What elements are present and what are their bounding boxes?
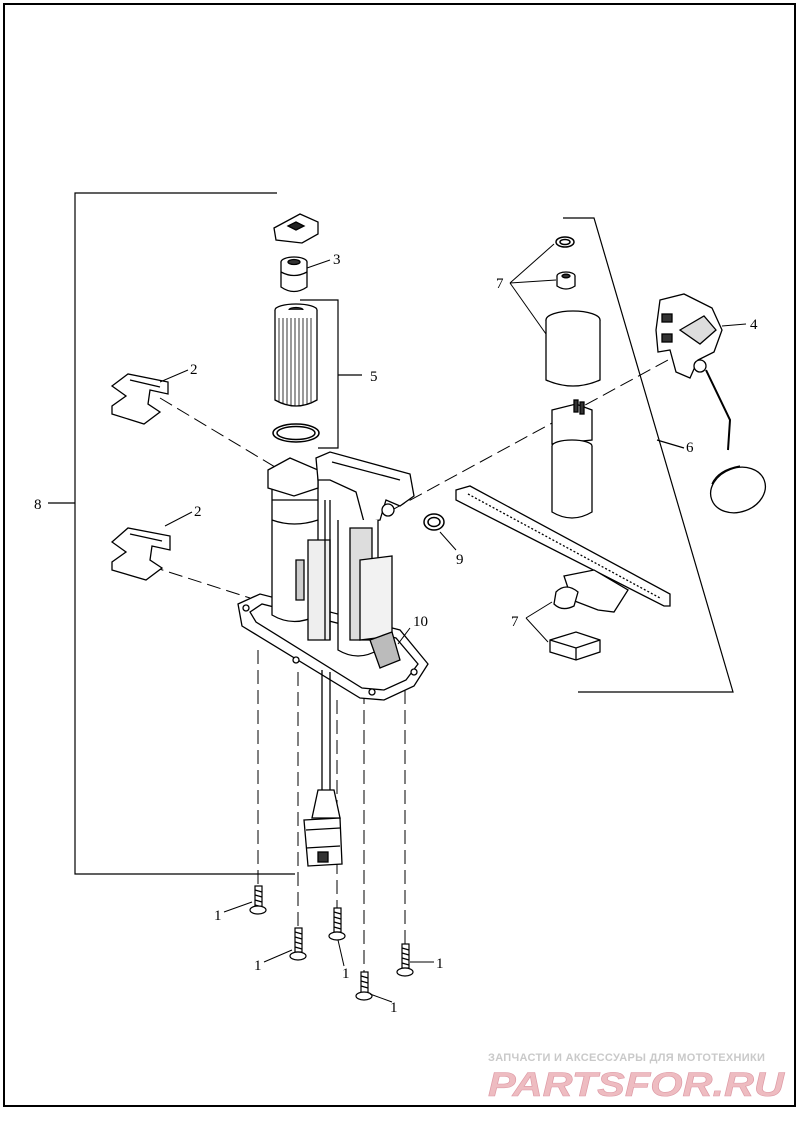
callout-2-upper: 2 <box>190 362 198 378</box>
pad-part-7 <box>549 631 601 661</box>
bracket-5 <box>300 299 362 449</box>
fuel-strainer <box>455 485 671 613</box>
cap-part <box>273 213 319 244</box>
screw-part-1-c <box>328 907 346 941</box>
screw-part-1-e <box>396 943 414 977</box>
retaining-clip-lower-part-2 <box>110 527 171 581</box>
callout-8: 8 <box>34 497 42 513</box>
screw-part-1-b <box>289 927 307 961</box>
leaders-7-lower <box>525 601 553 643</box>
filter-cartridge-part-5 <box>274 303 318 407</box>
callout-1-a: 1 <box>214 908 222 924</box>
leader-2-lower <box>164 511 193 527</box>
callout-10: 10 <box>413 614 428 630</box>
callout-1-c: 1 <box>342 966 350 982</box>
callout-7-upper: 7 <box>496 276 504 292</box>
leader-4 <box>721 323 747 327</box>
callout-3: 3 <box>333 252 341 268</box>
leader-10 <box>397 627 411 645</box>
screw-part-1-a <box>249 885 267 915</box>
fuel-pump-motor <box>551 399 593 519</box>
leader-9 <box>439 531 457 551</box>
bracket-8 <box>48 192 295 875</box>
leaders-7-upper <box>509 243 557 335</box>
callout-1-e: 1 <box>436 956 444 972</box>
filter-top-cap-part-3 <box>280 256 308 293</box>
alignment-lines <box>149 359 669 972</box>
fuel-pump-module-assembly <box>237 451 429 867</box>
page-frame <box>3 3 796 1107</box>
callout-4: 4 <box>750 317 758 333</box>
callout-9: 9 <box>456 552 464 568</box>
callout-6: 6 <box>686 440 694 456</box>
pump-sleeve-part-7 <box>545 310 601 387</box>
seal-ring-part-7 <box>555 236 575 248</box>
o-ring-part-9 <box>423 513 445 531</box>
grommet-part-7 <box>556 271 576 290</box>
callout-7-lower: 7 <box>511 614 519 630</box>
callout-5: 5 <box>370 369 378 385</box>
screw-part-1-d <box>355 971 373 1001</box>
callout-1-b: 1 <box>254 958 262 974</box>
retaining-clip-upper-part-2 <box>110 373 169 425</box>
callout-2-lower: 2 <box>194 504 202 520</box>
fuel-level-sender-part-4 <box>655 293 767 514</box>
callout-1-d: 1 <box>390 1000 398 1016</box>
watermark-tagline: ЗАПЧАСТИ И АКСЕССУАРЫ ДЛЯ МОТОТЕХНИКИ <box>488 1052 766 1064</box>
o-ring-filter <box>272 423 320 443</box>
leader-2-upper <box>159 369 189 383</box>
bracket-6 <box>563 217 734 693</box>
leaders-1 <box>223 901 434 1003</box>
watermark-logo: PARTSFOR.RU <box>488 1066 786 1104</box>
leader-3 <box>306 259 331 269</box>
